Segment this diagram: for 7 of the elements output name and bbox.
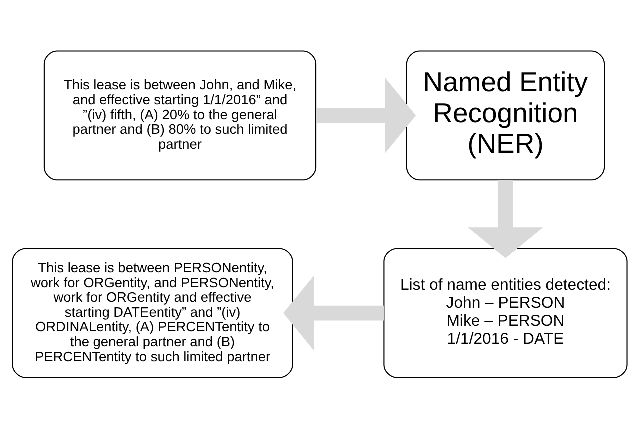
node-box: List of name entities detected: John – PERSON Mike – PERSON 1/1/2016 - DATE bbox=[384, 248, 628, 378]
node-box: This lease is between John, and Mike, and effective starting 1/1/2016” and ”(iv) fifth, (A) 20% to the general partner and (B) 80% to such limited partner bbox=[44, 50, 317, 181]
arrow bbox=[316, 78, 416, 154]
node-box: Named Entity Recognition (NER) bbox=[406, 50, 606, 181]
arrow bbox=[468, 180, 544, 258]
arrow bbox=[284, 276, 384, 351]
node-box: This lease is between PERSONentity, work for ORGentity, and PERSONentity, work for ORGentity and effective starting DATEentity” and ”(iv) ORDINALentity, (A) PERCENTentity to the general partner and (B) PERCENTentity to such limited partner bbox=[12, 248, 294, 378]
